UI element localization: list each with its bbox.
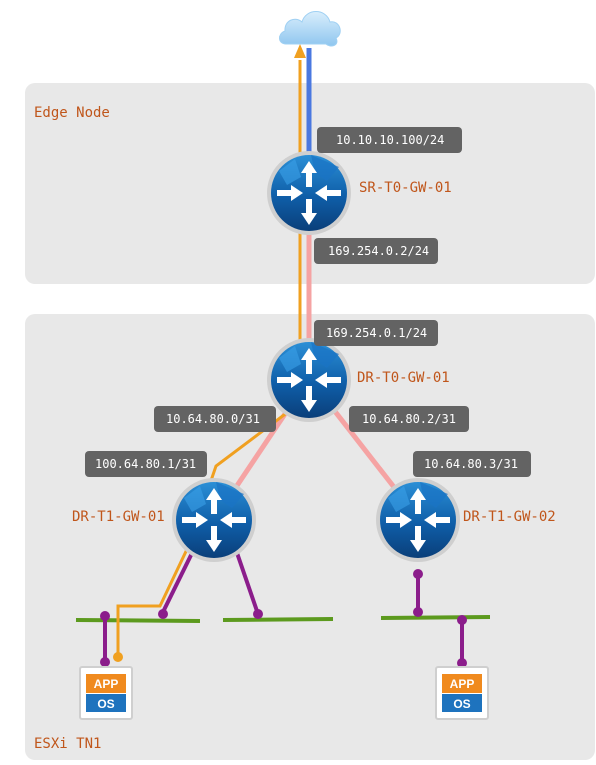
traffic-origin-dot (113, 652, 123, 662)
svg-text:169.254.0.2/24: 169.254.0.2/24 (328, 244, 429, 258)
svg-text:10.10.10.100/24: 10.10.10.100/24 (336, 133, 444, 147)
dr-t1-gw-02-label: DR-T1-GW-02 (463, 509, 556, 525)
dr-t0-router-icon[interactable] (267, 338, 351, 422)
ip-badge-dr-t0-left: 10.64.80.0/31 (154, 406, 276, 432)
ip-badge-dr-t0-right: 10.64.80.2/31 (349, 406, 469, 432)
sr-t0-label: SR-T0-GW-01 (359, 180, 452, 196)
vm-right[interactable]: APP OS (435, 666, 489, 720)
dr-t1-gw-01-router-icon[interactable] (172, 478, 256, 562)
esxi-label: ESXi TN1 (34, 736, 101, 752)
dr-t1-gw-02-router-icon[interactable] (376, 478, 460, 562)
svg-text:100.64.80.1/31: 100.64.80.1/31 (95, 457, 196, 471)
vm-link-dots (100, 569, 467, 668)
svg-text:10.64.80.3/31: 10.64.80.3/31 (424, 457, 518, 471)
internet-cloud-icon (279, 11, 341, 47)
ip-badge-t1b-uplink: 10.64.80.3/31 (413, 451, 531, 477)
segment-1 (75, 618, 201, 623)
vm-left[interactable]: APP OS (79, 666, 133, 720)
vm-right-app-label: APP (450, 677, 475, 691)
vm-links (103, 544, 464, 663)
ip-badge-sr-transit: 169.254.0.2/24 (314, 238, 438, 264)
svg-text:10.64.80.0/31: 10.64.80.0/31 (166, 412, 260, 426)
dr-t0-label: DR-T0-GW-01 (357, 370, 450, 386)
vm-right-os-label: OS (453, 697, 470, 711)
segment-2 (222, 617, 334, 622)
ip-badge-dr-transit: 169.254.0.1/24 (314, 320, 438, 346)
svg-text:169.254.0.1/24: 169.254.0.1/24 (326, 326, 427, 340)
sr-t0-router-icon[interactable] (267, 151, 351, 235)
svg-text:10.64.80.2/31: 10.64.80.2/31 (362, 412, 456, 426)
traffic-arrow-head (294, 44, 306, 58)
ip-badge-sr-uplink: 10.10.10.100/24 (317, 127, 462, 153)
ip-badge-t1a-uplink: 100.64.80.1/31 (85, 451, 207, 477)
vm-left-os-label: OS (97, 697, 114, 711)
segment-3 (380, 615, 491, 620)
edge-node-label: Edge Node (34, 105, 110, 121)
vm-left-app-label: APP (94, 677, 119, 691)
dr-t1-gw-01-label: DR-T1-GW-01 (72, 509, 165, 525)
